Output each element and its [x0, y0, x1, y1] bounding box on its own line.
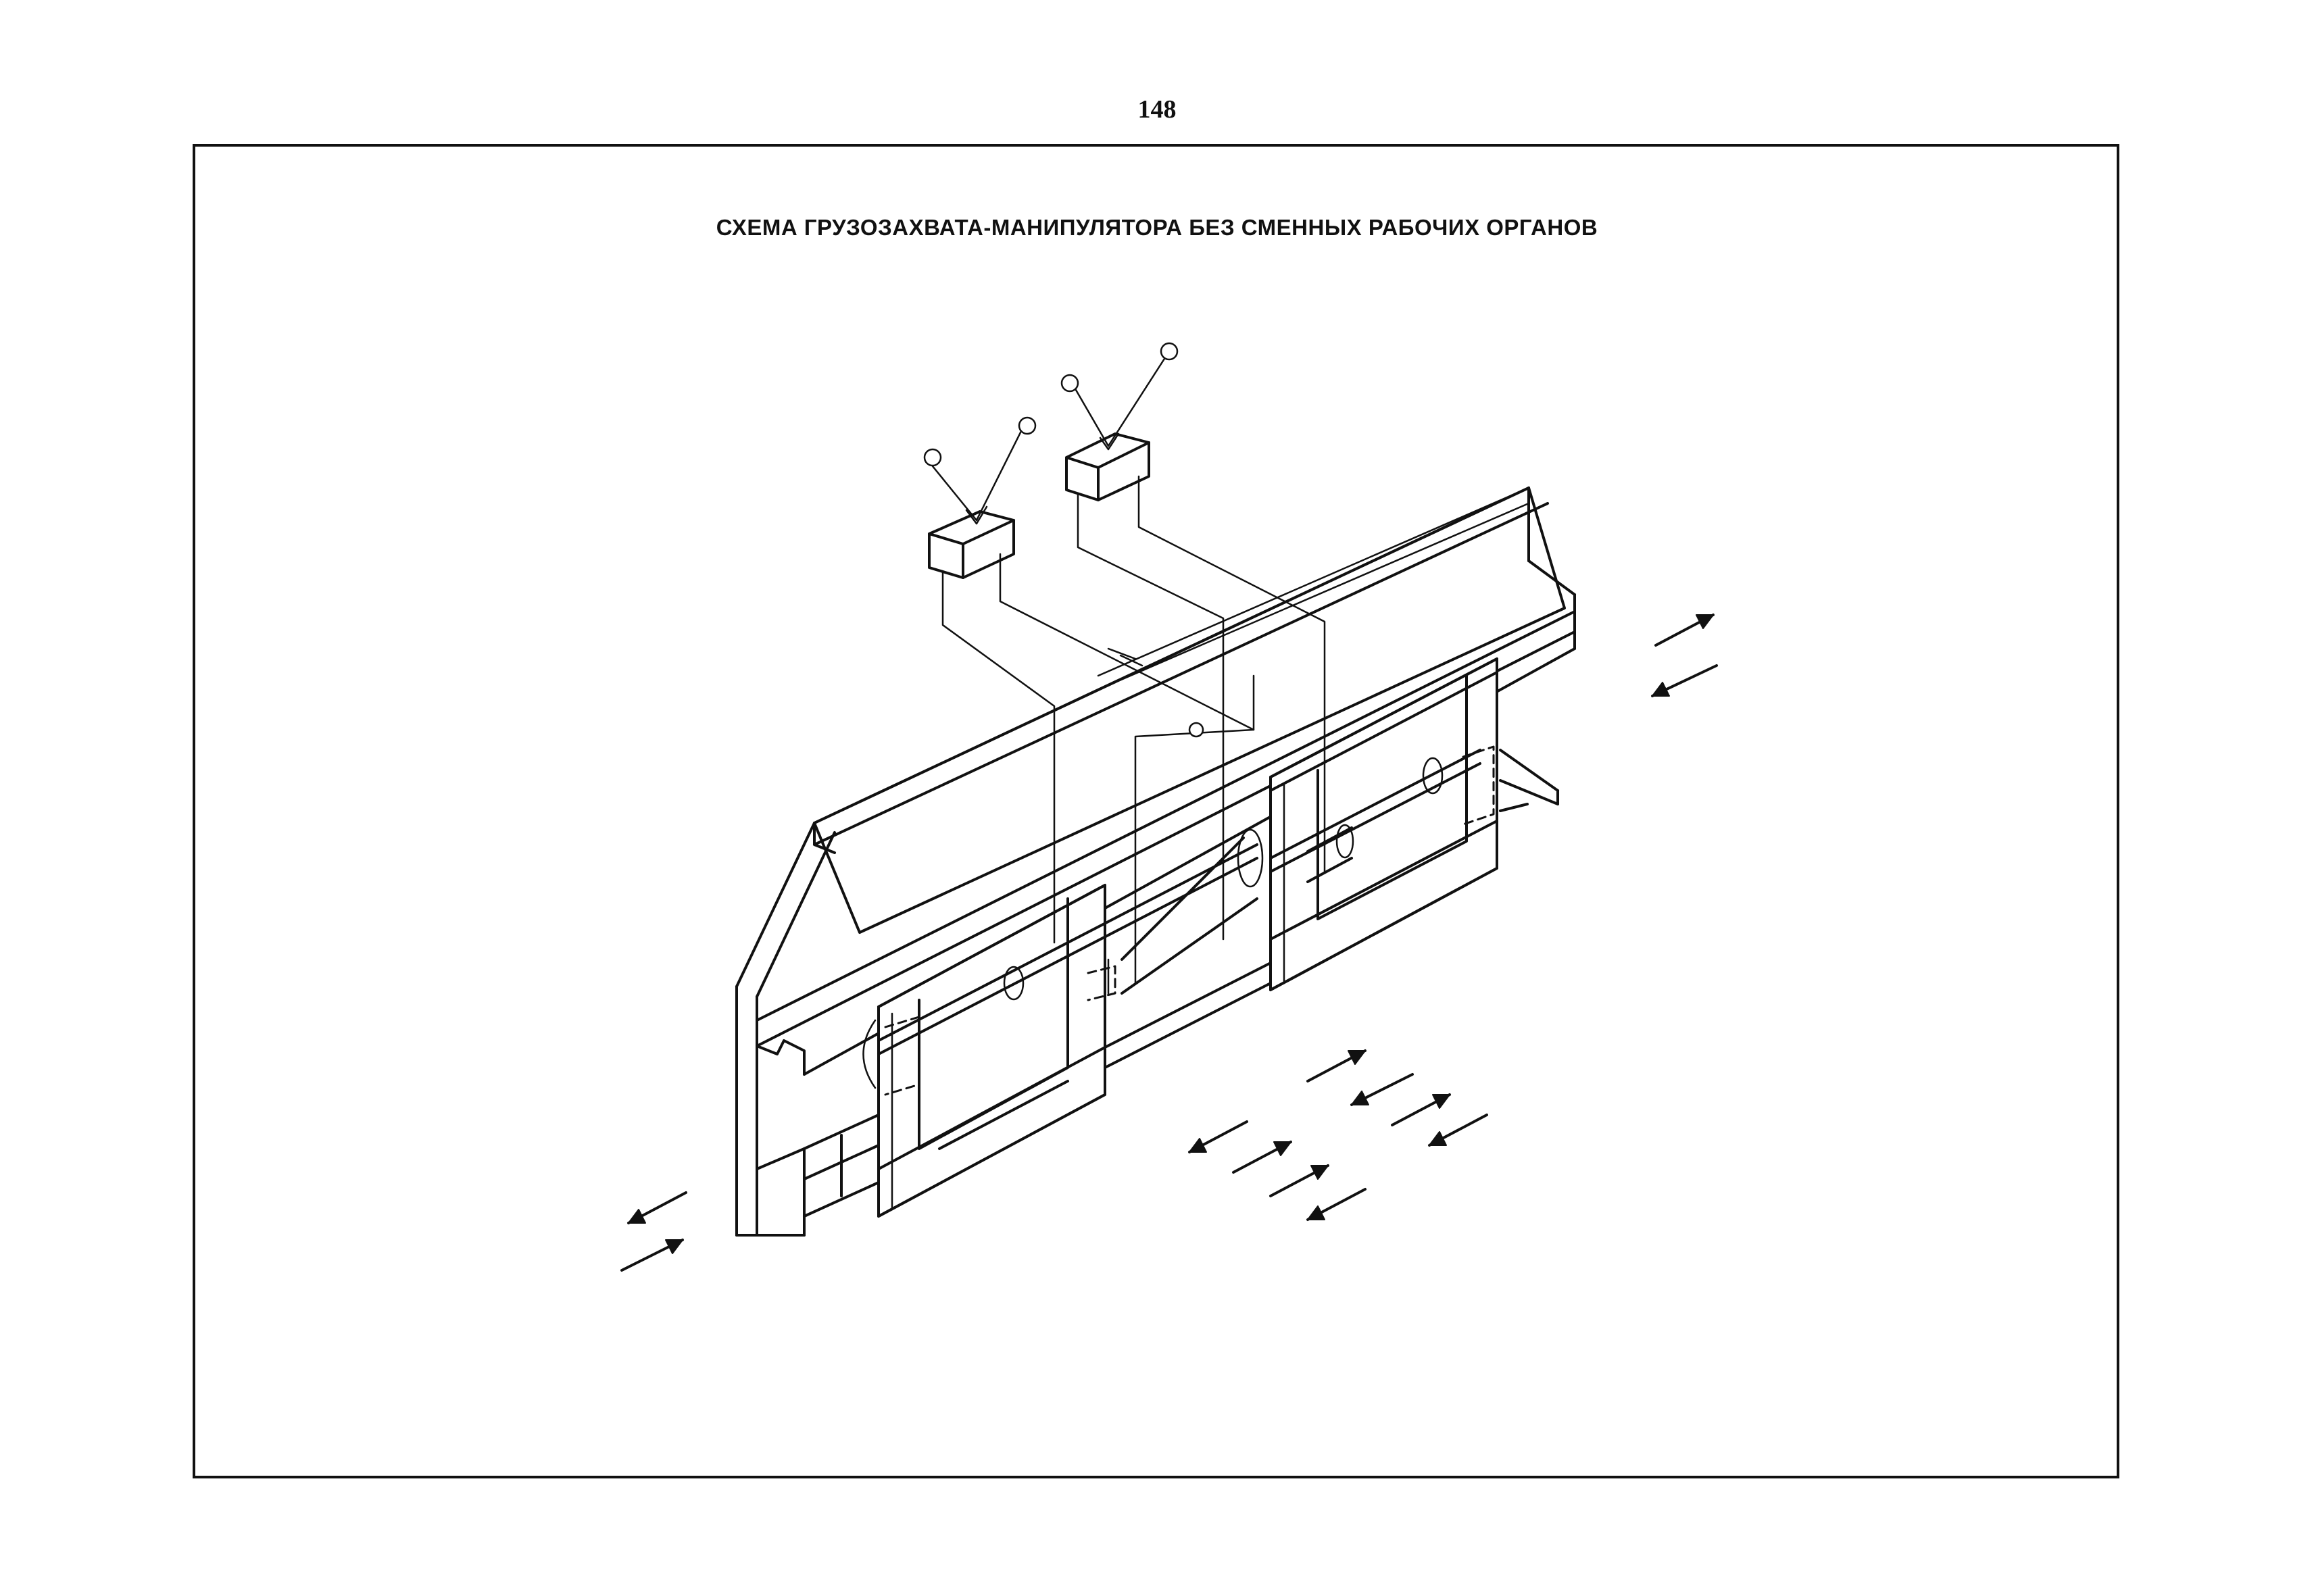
right-carriage [1269, 657, 1498, 991]
diagram-title: СХЕМА ГРУЗОЗАХВАТА-МАНИПУЛЯТОРА БЕЗ СМЕН… [716, 215, 1598, 240]
left-carriage [862, 843, 1258, 1218]
sensor-right [1060, 342, 1179, 501]
drawing-frame [193, 144, 2119, 1478]
sensor-wiring [941, 475, 1326, 984]
sensor-left [923, 416, 1037, 579]
page-number: 148 [1137, 95, 1177, 124]
motion-arrows [620, 614, 1718, 1272]
